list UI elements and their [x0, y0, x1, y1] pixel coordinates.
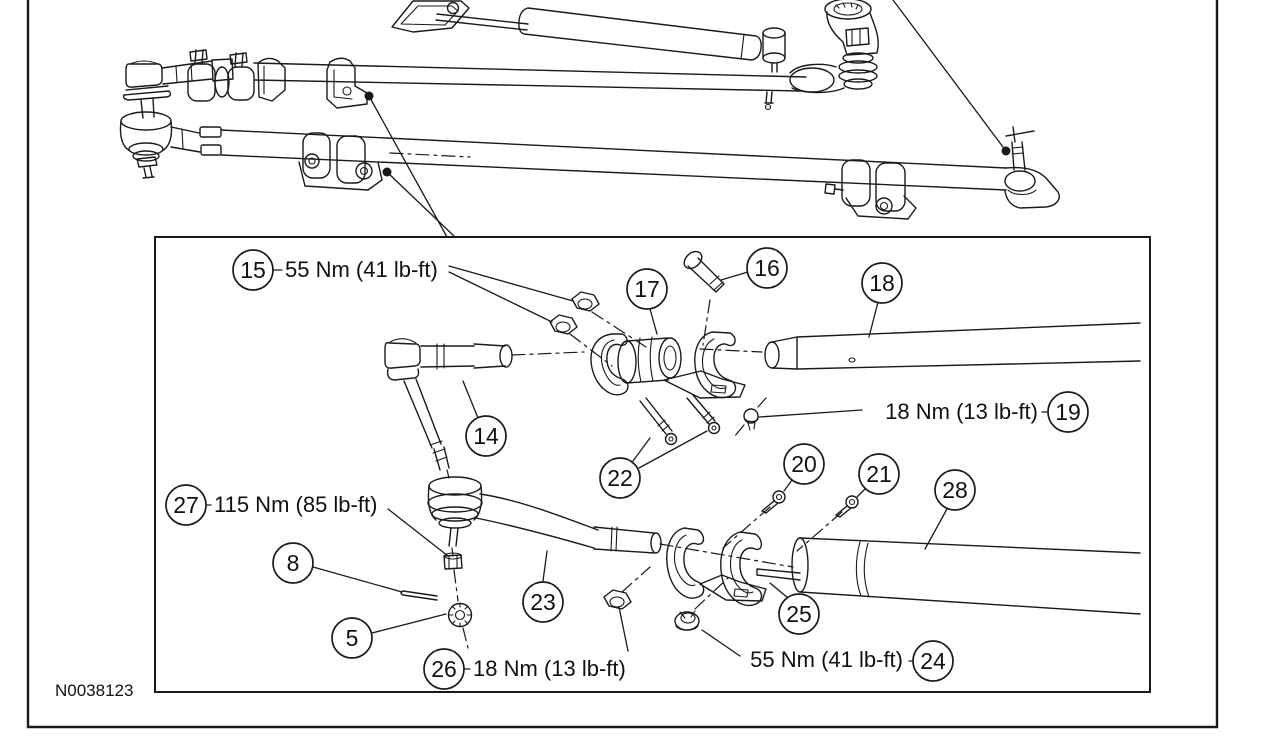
drag-link-end-23-art	[400, 469, 662, 649]
steering-linkage-overview	[119, 0, 1060, 238]
callout-number-22: 22	[607, 465, 633, 491]
callout-number-19: 19	[1055, 399, 1081, 425]
torque-labels: 55 Nm (41 lb-ft) 18 Nm (13 lb-ft) 115 Nm (…	[214, 257, 1038, 681]
nut-26-art	[603, 566, 651, 610]
screw-21-art	[796, 495, 859, 552]
detail-inset-border	[154, 236, 1151, 693]
callout-circle-17	[626, 268, 668, 310]
steering-damper-art	[435, 7, 786, 73]
callout-circle-18	[861, 262, 903, 304]
callout-number-21: 21	[866, 461, 892, 487]
drag-link-art	[122, 49, 845, 119]
nut-15-art	[549, 291, 647, 367]
callout-circle-8	[272, 542, 314, 584]
callout-number-17: 17	[634, 276, 660, 302]
callout-number-20: 20	[791, 451, 817, 477]
nut-24-art	[674, 577, 729, 631]
callout-circle-21	[858, 453, 900, 495]
clamp-cluster-17-art	[590, 331, 763, 399]
callout-circle-20	[783, 443, 825, 485]
figure-frame	[26, 0, 1219, 729]
callout-number-28: 28	[942, 477, 968, 503]
reference-leaders	[364, 0, 1011, 238]
tie-rod-end-14-art	[384, 338, 513, 471]
callout-circle-14	[465, 415, 507, 457]
push-nut-19-art	[733, 397, 767, 438]
callout-circle-16	[746, 247, 788, 289]
lock-nut-5-art	[447, 602, 473, 628]
callout-number-16: 16	[754, 255, 780, 281]
callout-balloons: 15 16 17 18 14 19 22 20 21 28 27 8 5 23 26 25 24	[165, 247, 1089, 690]
callout-number-25: 25	[786, 601, 812, 627]
torque-label-27: 115 Nm (85 lb-ft)	[214, 492, 377, 517]
callout-number-18: 18	[869, 270, 895, 296]
tube-28-art	[756, 537, 1141, 615]
detail-inset-art	[205, 250, 1141, 670]
callout-number-27: 27	[173, 492, 199, 518]
tie-rod-art	[119, 111, 1060, 220]
callout-circle-5	[331, 617, 373, 659]
callout-circle-22	[599, 457, 641, 499]
callout-leader-lines	[205, 265, 1049, 670]
screw-20-art	[722, 490, 786, 549]
cotter-pin-8-art	[400, 590, 438, 601]
callout-number-23: 23	[530, 589, 556, 615]
torque-label-15: 55 Nm (41 lb-ft)	[285, 257, 438, 282]
tube-18-art	[764, 322, 1141, 370]
figure-code: N0038123	[55, 681, 133, 700]
torque-label-19: 18 Nm (13 lb-ft)	[885, 399, 1038, 424]
damper-bracket-art	[391, 0, 470, 33]
callout-number-24: 24	[920, 648, 946, 674]
callout-number-26: 26	[431, 656, 457, 682]
callout-circle-23	[522, 581, 564, 623]
callout-circle-24	[912, 640, 954, 682]
callout-circle-28	[934, 469, 976, 511]
clamp-cluster-25-art	[659, 527, 794, 607]
callout-circle-27	[165, 484, 207, 526]
callout-circle-25	[778, 593, 820, 635]
u-bolt-22-art	[639, 394, 721, 446]
callout-number-14: 14	[473, 423, 499, 449]
callout-number-8: 8	[287, 550, 300, 576]
bolt-16-art	[683, 250, 725, 346]
callout-circle-26	[423, 648, 465, 690]
callout-circle-19	[1047, 391, 1089, 433]
pitman-arm-art	[824, 0, 879, 90]
callout-circle-15	[232, 249, 274, 291]
torque-label-26: 18 Nm (13 lb-ft)	[473, 656, 626, 681]
torque-label-24: 55 Nm (41 lb-ft)	[750, 647, 903, 672]
callout-number-15: 15	[240, 257, 266, 283]
callout-number-5: 5	[346, 625, 359, 651]
